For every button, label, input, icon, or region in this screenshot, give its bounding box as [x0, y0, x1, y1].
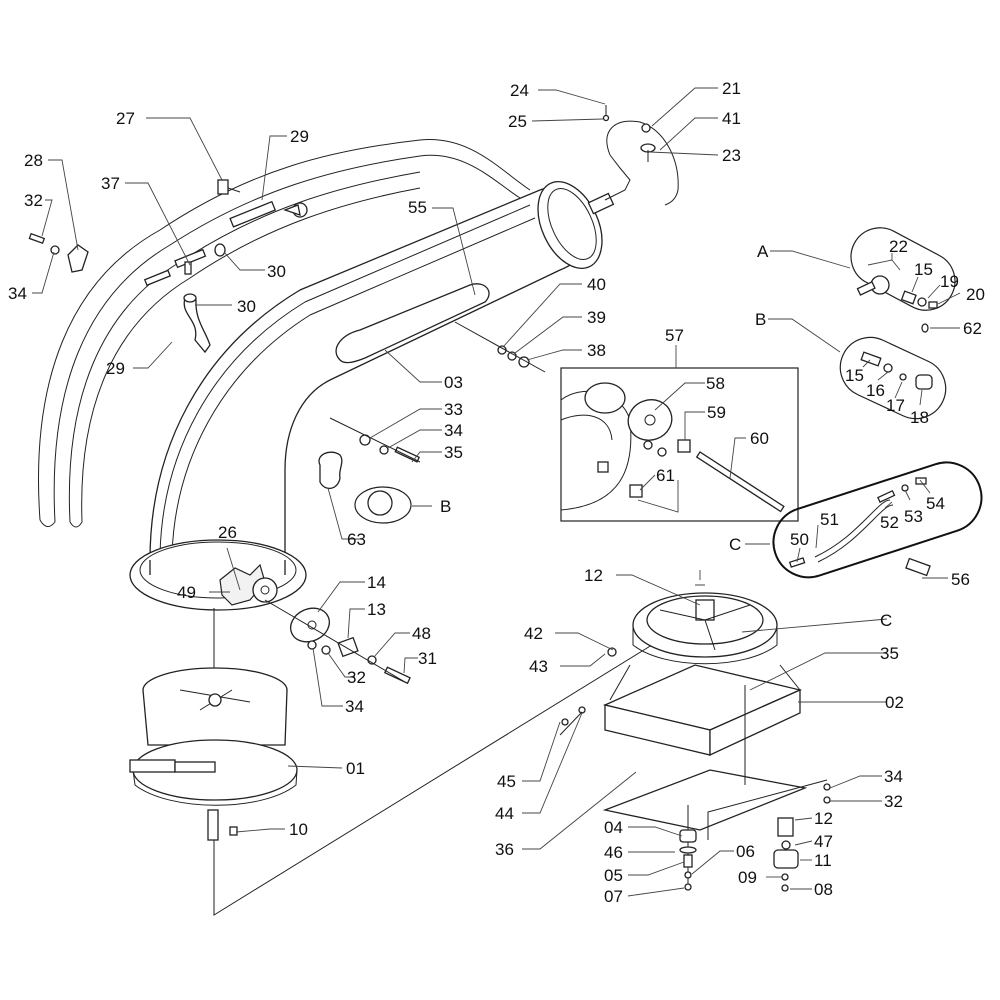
wire-bracket-top-right	[602, 105, 679, 206]
callout-27: 27	[116, 109, 135, 128]
callout-01: 01	[346, 759, 365, 778]
callout-08: 08	[814, 880, 833, 899]
callout-43: 43	[529, 657, 548, 676]
base-cup-01	[129, 608, 661, 916]
callout-05: 05	[604, 866, 623, 885]
callout-62: 62	[963, 319, 982, 338]
callout-07: 07	[604, 887, 623, 906]
callout-35: 35	[880, 644, 899, 663]
callout-57: 57	[665, 326, 684, 345]
callout-56: 56	[951, 570, 970, 589]
callout-38: 38	[587, 341, 606, 360]
callout-09: 09	[738, 868, 757, 887]
callout-46: 46	[604, 843, 623, 862]
callout-29: 29	[290, 127, 309, 146]
callout-61: 61	[656, 466, 675, 485]
callout-31: 31	[418, 649, 437, 668]
fittings-top-left	[28, 179, 308, 354]
callout-34: 34	[884, 767, 903, 786]
gearbox-base-02	[559, 592, 808, 831]
callout-41: 41	[722, 109, 741, 128]
callout-29: 29	[106, 359, 125, 378]
callout-C: C	[880, 611, 892, 630]
callout-58: 58	[706, 374, 725, 393]
callout-02: 02	[885, 693, 904, 712]
callout-55: 55	[408, 198, 427, 217]
callout-B: B	[755, 310, 766, 329]
callout-34: 34	[345, 697, 364, 716]
callout-22: 22	[889, 237, 908, 256]
callout-A: A	[757, 242, 769, 261]
callout-32: 32	[24, 191, 43, 210]
bent-tube-03	[129, 181, 615, 611]
callout-11: 11	[814, 851, 832, 870]
callout-53: 53	[904, 507, 923, 526]
callout-47: 47	[814, 832, 833, 851]
callout-30: 30	[267, 262, 286, 281]
callout-20: 20	[966, 285, 985, 304]
callout-10: 10	[289, 820, 308, 839]
callout-33: 33	[444, 400, 463, 419]
callout-19: 19	[940, 272, 959, 291]
callout-50: 50	[790, 530, 809, 549]
callout-15: 15	[914, 260, 933, 279]
callout-44: 44	[495, 804, 514, 823]
callout-16: 16	[866, 381, 885, 400]
callout-36: 36	[495, 840, 514, 859]
callout-B: B	[440, 497, 451, 516]
washers-nuts	[329, 321, 546, 524]
callout-40: 40	[587, 275, 606, 294]
callout-15: 15	[845, 366, 864, 385]
callout-34: 34	[8, 284, 27, 303]
callout-23: 23	[722, 146, 741, 165]
callout-45: 45	[497, 772, 516, 791]
callout-30: 30	[237, 297, 256, 316]
callout-32: 32	[884, 792, 903, 811]
callout-51: 51	[820, 510, 839, 529]
callout-39: 39	[587, 308, 606, 327]
callout-18: 18	[910, 408, 929, 427]
leader-lines	[32, 87, 961, 897]
callout-37: 37	[101, 174, 120, 193]
callout-C: C	[729, 535, 741, 554]
callout-48: 48	[412, 624, 431, 643]
callout-26: 26	[218, 523, 237, 542]
callout-49: 49	[177, 583, 196, 602]
callout-35: 35	[444, 443, 463, 462]
callout-21: 21	[722, 79, 741, 98]
detail-oval-C	[772, 461, 983, 579]
callout-03: 03	[444, 373, 463, 392]
callout-13: 13	[367, 600, 386, 619]
callout-54: 54	[926, 494, 945, 513]
callout-28: 28	[24, 151, 43, 170]
callout-12: 12	[814, 809, 833, 828]
callout-59: 59	[707, 403, 726, 422]
callout-25: 25	[508, 112, 527, 131]
callout-34: 34	[444, 421, 463, 440]
callout-32: 32	[347, 668, 366, 687]
bottom-gear-parts	[679, 779, 831, 892]
callout-04: 04	[604, 818, 623, 837]
callout-labels: 27 29 28 37 32 34 30 30 29 24 25 21 41 2…	[8, 79, 985, 906]
pivot-parts	[264, 599, 411, 685]
callout-42: 42	[524, 624, 543, 643]
callout-12: 12	[584, 566, 603, 585]
inset-57	[560, 367, 799, 522]
detail-oval-A	[850, 227, 956, 333]
callout-17: 17	[886, 396, 905, 415]
callout-52: 52	[880, 513, 899, 532]
callout-14: 14	[367, 573, 386, 592]
callout-60: 60	[750, 429, 769, 448]
callout-63: 63	[347, 530, 366, 549]
callout-24: 24	[510, 81, 529, 100]
detail-oval-B	[839, 336, 947, 420]
callout-06: 06	[736, 842, 755, 861]
